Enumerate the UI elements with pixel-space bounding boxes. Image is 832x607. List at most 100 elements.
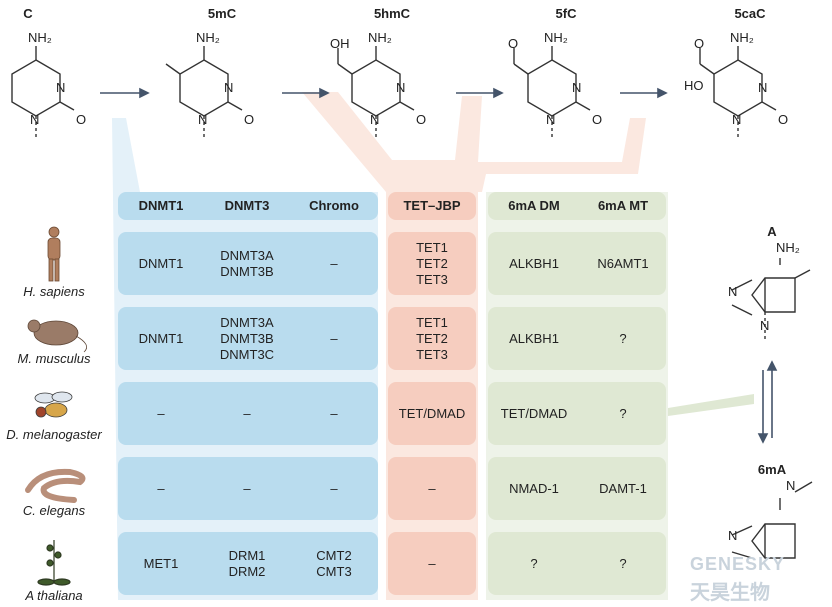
header-chromo: Chromo — [309, 198, 359, 213]
header-dnmt1: DNMT1 — [138, 198, 184, 213]
label-c: C — [23, 6, 33, 21]
cell-value: DRM2 — [228, 563, 266, 579]
cell-tet: – — [388, 457, 476, 520]
label-5cac: 5caC — [734, 6, 766, 21]
row-box-blue — [118, 232, 378, 295]
row-box-green — [488, 457, 666, 520]
cell-value: TET2 — [416, 255, 448, 271]
oxygen-label: O — [416, 112, 427, 127]
cell-dm: ALKBH1 — [488, 232, 580, 295]
cell-value: N6AMT1 — [597, 255, 649, 271]
tet-funnel — [302, 92, 646, 192]
cell-value: CMT3 — [316, 563, 352, 579]
cell-value: DNMT3A — [220, 247, 274, 263]
cytosine-structure — [337, 46, 415, 140]
cell-value: ? — [530, 555, 538, 571]
row-box-pink — [388, 307, 476, 370]
tet-header-box — [388, 192, 476, 220]
cell-tet: TET/DMAD — [388, 382, 476, 445]
row-box-blue — [118, 457, 378, 520]
oxygen-label: O — [778, 112, 789, 127]
human-icon — [47, 226, 61, 282]
watermark-chinese: 天昊生物 — [690, 582, 770, 604]
cell-dnmt1: MET1 — [118, 532, 204, 595]
species-label: M. musculus — [17, 351, 91, 366]
nh2-label: NH₂ — [544, 30, 568, 45]
cell-value: DNMT3B — [220, 330, 274, 346]
adenine-structure — [731, 258, 811, 340]
nitrogen-label: N — [198, 112, 208, 127]
cell-chromo: – — [290, 382, 378, 445]
cell-dm: ? — [488, 532, 580, 595]
label-6ma: 6mA — [757, 462, 787, 477]
cell-dnmt1: – — [118, 457, 204, 520]
cell-mt: ? — [580, 532, 666, 595]
row-box-pink — [388, 457, 476, 520]
green-header-box — [488, 192, 666, 220]
mouse-icon — [27, 319, 88, 353]
cell-value: NMAD-1 — [509, 480, 559, 496]
cell-dnmt3: – — [204, 382, 290, 445]
nitrogen-label: N — [786, 478, 796, 493]
cell-tet: – — [388, 532, 476, 595]
cytosine-structure — [513, 46, 591, 140]
cell-value: – — [157, 405, 165, 421]
cell-value: – — [428, 555, 436, 571]
row-box-green — [488, 382, 666, 445]
nh2-label: NH₂ — [368, 30, 392, 45]
plant-icon — [37, 540, 71, 586]
cell-value: DNMT3C — [219, 346, 275, 362]
header-6ma-dm: 6mA DM — [508, 198, 560, 213]
cell-value: ? — [619, 330, 627, 346]
row-box-blue — [118, 382, 378, 445]
cytosine-structure — [165, 46, 243, 140]
cell-value: TET3 — [416, 271, 448, 287]
carbonyl-oxygen-label: O — [694, 36, 705, 51]
worm-icon — [25, 468, 86, 503]
cell-value: TET2 — [416, 330, 448, 346]
row-box-blue — [118, 532, 378, 595]
cell-mt: ? — [580, 307, 666, 370]
cell-value: – — [330, 480, 338, 496]
header-tet-jbp: TET–JBP — [403, 198, 461, 213]
nitrogen-label: N — [370, 112, 380, 127]
cell-mt: ? — [580, 382, 666, 445]
oxygen-label: O — [244, 112, 255, 127]
nitrogen-label: N — [572, 80, 582, 95]
cell-value: TET/DMAD — [500, 405, 568, 421]
nh2-label: NH₂ — [776, 240, 800, 255]
cell-value: – — [243, 480, 251, 496]
cell-dnmt1: DNMT1 — [118, 232, 204, 295]
cell-value: CMT2 — [316, 547, 352, 563]
cytosine-structure — [11, 46, 75, 140]
nitrogen-label: N — [56, 80, 66, 95]
nitrogen-label: N — [30, 112, 40, 127]
row-box-green — [488, 232, 666, 295]
label-a: A — [767, 224, 777, 239]
nh2-label: NH₂ — [28, 30, 52, 45]
cell-value: – — [428, 480, 436, 496]
cell-value: TET1 — [416, 314, 448, 330]
cell-value: DNMT1 — [138, 330, 184, 346]
cell-value: DNMT1 — [138, 255, 184, 271]
row-box-pink — [388, 532, 476, 595]
cell-value: ALKBH1 — [509, 255, 559, 271]
nitrogen-label: N — [758, 80, 768, 95]
cell-chromo: – — [290, 307, 378, 370]
cell-value: DRM1 — [228, 547, 266, 563]
nh2-label: NH₂ — [196, 30, 220, 45]
nitrogen-label: N — [396, 80, 406, 95]
cell-value: ? — [619, 555, 627, 571]
cell-value: TET1 — [416, 239, 448, 255]
cell-dnmt3: – — [204, 457, 290, 520]
cell-value: MET1 — [143, 555, 179, 571]
header-dnmt3: DNMT3 — [224, 198, 270, 213]
cell-value: – — [330, 405, 338, 421]
dnmt-header-box — [118, 192, 378, 220]
